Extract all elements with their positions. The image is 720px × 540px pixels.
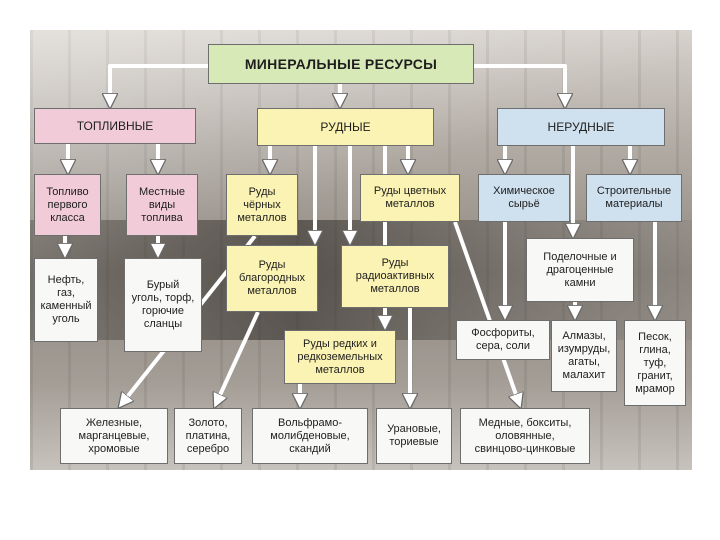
- nonmetal-chemical: Химическое сырьё: [478, 174, 570, 222]
- nonmetal-gem-examples: Алмазы, изумруды, агаты, малахит: [551, 320, 617, 392]
- fuel-first-class: Топливо первого класса: [34, 174, 101, 236]
- nonmetal-gems: Поделочные и драгоценные камни: [526, 238, 634, 302]
- ore-rare-earth: Руды редких и редкоземельных металлов: [284, 330, 396, 384]
- ore-precious: Руды благородных металлов: [226, 245, 318, 312]
- arrow-title-nonmetal: [474, 64, 565, 106]
- ore-ferrous: Руды чёрных металлов: [226, 174, 298, 236]
- title-mineral-resources: МИНЕРАЛЬНЫЕ РЕСУРСЫ: [208, 44, 474, 84]
- arrow-nonferrous-copper: [453, 221, 520, 406]
- ore-radioactive: Руды радиоактивных металлов: [341, 245, 449, 308]
- bottom-uranium: Урановые, ториевые: [376, 408, 452, 464]
- nonmetal-phosphorites: Фосфориты, сера, соли: [456, 320, 550, 360]
- fuel-local: Местные виды топлива: [126, 174, 198, 236]
- category-nonmetal: НЕРУДНЫЕ: [497, 108, 665, 146]
- nonmetal-construction: Строительные материалы: [586, 174, 682, 222]
- bottom-gold: Золото, платина, серебро: [174, 408, 242, 464]
- category-fuel: ТОПЛИВНЫЕ: [34, 108, 196, 144]
- ore-nonferrous: Руды цветных металлов: [360, 174, 460, 222]
- nonmetal-construction-examples: Песок, глина, туф, гранит, мрамор: [624, 320, 686, 406]
- bottom-iron: Железные, марганцевые, хромовые: [60, 408, 168, 464]
- bottom-tungsten: Вольфрамо- молибденовые, скандий: [252, 408, 368, 464]
- fuel-first-class-examples: Нефть, газ, каменный уголь: [34, 258, 98, 342]
- category-ore: РУДНЫЕ: [257, 108, 434, 146]
- fuel-local-examples: Бурый уголь, торф, горючие сланцы: [124, 258, 202, 352]
- arrow-precious-gold: [215, 311, 260, 406]
- bottom-copper: Медные, бокситы, оловянные, свинцово-цин…: [460, 408, 590, 464]
- arrow-title-fuel: [110, 64, 208, 106]
